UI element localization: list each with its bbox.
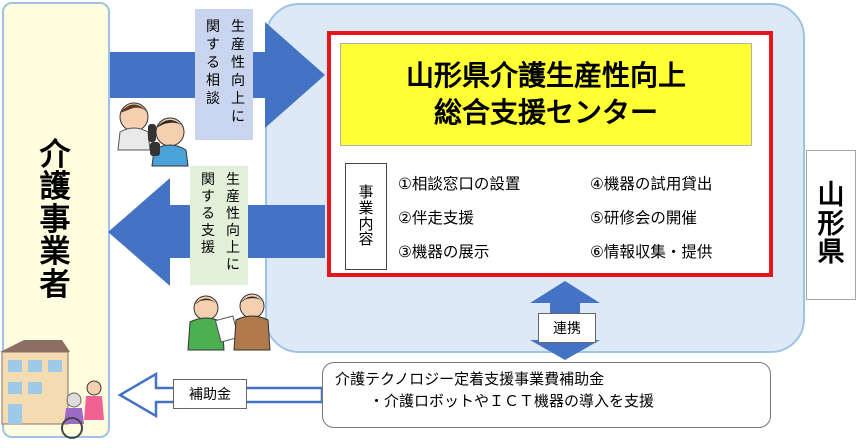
- char: 事: [358, 183, 374, 201]
- subsidy-label: 補助金: [173, 379, 247, 409]
- subsidy-line1: 介護テクノロジー定着支援事業費補助金: [335, 370, 605, 388]
- center-title-line1: 山形県介護生産性向上: [405, 59, 686, 93]
- prefecture-label: 山 形 県: [806, 150, 856, 300]
- service-item-6: ⑥情報収集・提供: [590, 243, 713, 261]
- char: 業: [358, 198, 374, 217]
- support-consultation-people-icon: [187, 293, 271, 351]
- char: 介: [39, 136, 71, 173]
- svg-text:性: 性: [231, 55, 245, 71]
- char: 県: [817, 237, 845, 269]
- svg-text:支: 支: [201, 223, 215, 239]
- svg-text:す: す: [201, 189, 215, 205]
- service-item-3: ③機器の展示: [398, 243, 490, 261]
- char: 容: [358, 230, 374, 249]
- char: 形: [817, 208, 845, 240]
- svg-text:生: 生: [231, 19, 245, 35]
- char: 護: [39, 169, 71, 206]
- center-title-line2: 総合支援センター: [433, 95, 658, 129]
- svg-text:援: 援: [201, 240, 215, 256]
- svg-text:生: 生: [226, 172, 240, 188]
- service-item-1: ①相談窓口の設置: [398, 175, 521, 193]
- svg-text:関: 関: [201, 172, 215, 188]
- svg-text:る: る: [206, 55, 220, 71]
- char: 山: [817, 180, 845, 212]
- svg-text:る: る: [201, 206, 215, 222]
- support-label: 生 産 性 向 上 に 関 す る 支 援: [190, 166, 248, 285]
- care-facility-building-icon: [0, 340, 104, 439]
- support-center-title: 山形県介護生産性向上 総合支援センター: [340, 43, 752, 146]
- svg-text:談: 談: [206, 91, 220, 107]
- cooperation-label: 連携: [538, 313, 596, 343]
- svg-text:産: 産: [226, 189, 240, 205]
- service-item-5: ⑤研修会の開催: [590, 209, 697, 227]
- svg-text:関: 関: [206, 19, 220, 35]
- svg-text:産: 産: [231, 37, 245, 53]
- business-content-label: 事 業 内 容: [345, 163, 387, 270]
- subsidy-program-box: 介護テクノロジー定着支援事業費補助金 ・介護ロボットやＩＣＴ機器の導入を支援: [322, 362, 771, 428]
- char: 事: [39, 201, 71, 238]
- svg-text:に: に: [231, 109, 245, 125]
- service-item-4: ④機器の試用貸出: [590, 175, 713, 193]
- svg-text:す: す: [206, 37, 220, 53]
- char: 内: [358, 214, 374, 233]
- subsidy-line2: ・介護ロボットやＩＣＴ機器の導入を支援: [369, 391, 655, 410]
- svg-text:相: 相: [206, 73, 220, 89]
- svg-text:上: 上: [231, 91, 245, 107]
- svg-text:性: 性: [226, 206, 240, 222]
- svg-text:に: に: [226, 257, 240, 273]
- char: 者: [39, 266, 71, 303]
- svg-text:向: 向: [231, 73, 245, 89]
- consultation-label: 生 産 性 向 上 に 関 す る 相 談: [195, 9, 253, 140]
- consultation-label-text: 生 産 性 向 上 に 関 す る 相 談: [206, 19, 245, 125]
- svg-text:向: 向: [226, 223, 240, 239]
- care-provider-label: 介 護 事 業 者: [22, 120, 88, 320]
- support-label-text: 生 産 性 向 上 に 関 す る 支 援: [201, 172, 240, 273]
- svg-text:上: 上: [226, 240, 240, 256]
- service-item-2: ②伴走支援: [398, 209, 474, 227]
- char: 業: [39, 234, 71, 271]
- phone-consultation-people-icon: [117, 102, 189, 167]
